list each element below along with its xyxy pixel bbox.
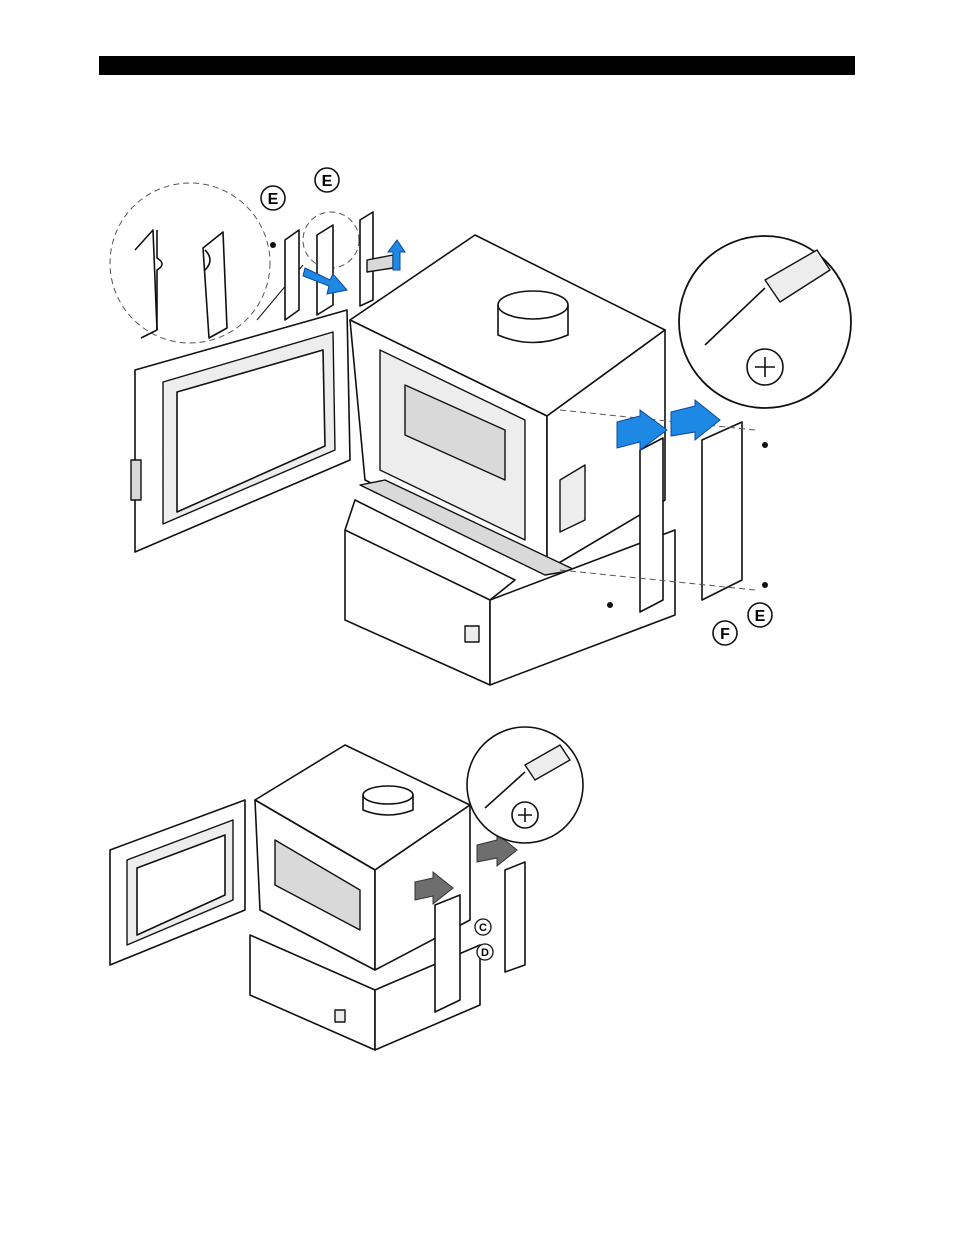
side-panels-small <box>434 861 526 1013</box>
callout-e-right-label: E <box>755 608 766 625</box>
screwdriver-icon-small <box>484 744 571 809</box>
phillips-screw-icon-small <box>511 801 539 829</box>
open-stove-door-small <box>109 799 246 966</box>
callout-e-top: E <box>314 167 340 193</box>
blue-arrows-panels <box>616 398 721 451</box>
callout-e-left-label: E <box>268 191 279 208</box>
hinge-detail-circle <box>109 182 271 344</box>
stove-diagram-bottom-svg: C D <box>109 726 584 1051</box>
page-header-bar <box>99 56 855 75</box>
screwdriver-icon <box>704 249 831 346</box>
callout-e-left: E <box>260 185 286 211</box>
screwdriver-detail <box>678 235 852 409</box>
callout-e-right: E <box>747 602 773 628</box>
gray-arrows <box>414 832 518 906</box>
stove-side-panel-installation-diagram: E E F E <box>105 160 855 705</box>
blue-arrows-hinge <box>302 239 406 295</box>
stove-diagram-top-svg: E E F E <box>109 167 852 686</box>
callout-f: F <box>712 620 738 646</box>
callout-d-label: D <box>481 947 489 959</box>
callout-c-label: C <box>479 922 487 934</box>
stove-rear-panel-diagram: C D <box>105 720 585 1070</box>
open-stove-door <box>130 309 351 553</box>
screwdriver-detail-small <box>466 726 584 844</box>
phillips-screw-icon <box>746 348 784 386</box>
panel-screws <box>270 242 768 608</box>
callout-c: C <box>474 918 492 936</box>
stove-body <box>344 234 676 686</box>
callout-d: D <box>476 943 494 961</box>
callout-e-top-label: E <box>322 173 333 190</box>
side-panels <box>559 409 756 613</box>
callout-f-label: F <box>720 626 730 643</box>
